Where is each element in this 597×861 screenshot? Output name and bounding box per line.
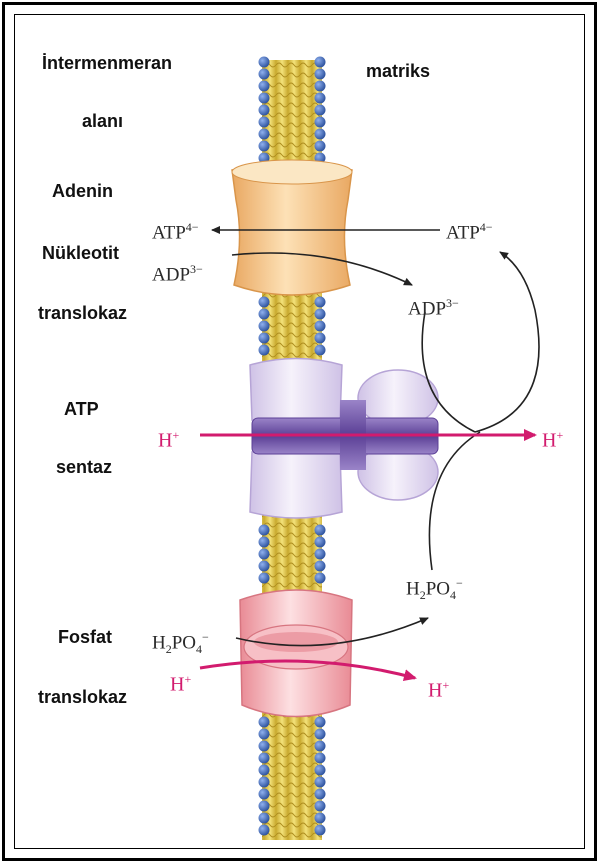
lipid-head [315, 333, 326, 344]
lipid-head [315, 801, 326, 812]
lipid-head [259, 753, 270, 764]
lipid-head [315, 813, 326, 824]
lipid-head [259, 93, 270, 104]
lipid-head [259, 129, 270, 140]
adenine-nucleotide-translocase-protein [232, 160, 352, 295]
lipid-head [315, 117, 326, 128]
lipid-head [315, 297, 326, 308]
lipid-head [315, 717, 326, 728]
lipid-head [315, 141, 326, 152]
atp-label-matrix: ATP4− [446, 216, 493, 244]
lipid-head [259, 765, 270, 776]
proton-label-phosphate-in: H+ [170, 668, 191, 696]
lipid-head [259, 141, 270, 152]
lipid-head [315, 573, 326, 584]
lipid-head [259, 729, 270, 740]
proton-label-synthase-in: H+ [158, 424, 179, 452]
atp-synthase-protein [250, 359, 438, 519]
proton-label-phosphate-out: H+ [428, 674, 449, 702]
matrix-label: matriks [366, 60, 430, 82]
lipid-head [259, 537, 270, 548]
lipid-head [315, 549, 326, 560]
lipid-head [259, 321, 270, 332]
lipid-head [259, 117, 270, 128]
phosphate-label-intermembrane: H2PO4− [152, 626, 209, 660]
lipid-head [315, 345, 326, 356]
synthase-to-atp-curve [475, 252, 539, 432]
phosphate-label-matrix: H2PO4− [406, 572, 463, 606]
lipid-head [315, 81, 326, 92]
proton-label-synthase-out: H+ [542, 424, 563, 452]
lipid-head [259, 57, 270, 68]
lipid-head [259, 525, 270, 536]
lipid-head [315, 93, 326, 104]
atp-synthase-label-line1: ATP [64, 398, 99, 420]
intermembrane-label-line1: İntermenmeran [42, 52, 172, 74]
lipid-head [315, 741, 326, 752]
lipid-head [315, 105, 326, 116]
lipid-head [259, 297, 270, 308]
ant-label-line2: Nükleotit [42, 242, 119, 264]
atp-label-intermembrane: ATP4− [152, 216, 199, 244]
lipid-head [315, 825, 326, 836]
lipid-head [259, 777, 270, 788]
lipid-head [259, 549, 270, 560]
lipid-head [259, 741, 270, 752]
lipid-head [315, 561, 326, 572]
lipid-head [259, 333, 270, 344]
lipid-head [259, 789, 270, 800]
lipid-head [315, 777, 326, 788]
adp-label-matrix: ADP3− [408, 292, 459, 320]
lipid-head [259, 573, 270, 584]
ant-label-line3: translokaz [38, 302, 127, 324]
lipid-head [315, 129, 326, 140]
lipid-head [315, 753, 326, 764]
lipid-head [259, 801, 270, 812]
lipid-head [315, 321, 326, 332]
adp-label-intermembrane: ADP3− [152, 258, 203, 286]
ant-label-line1: Adenin [52, 180, 113, 202]
phosphate-translocase-protein [240, 590, 352, 717]
lipid-head [315, 57, 326, 68]
lipid-head [315, 765, 326, 776]
lipid-head [315, 729, 326, 740]
lipid-head [259, 105, 270, 116]
lipid-head [315, 309, 326, 320]
lipid-head [259, 81, 270, 92]
lipid-head [259, 309, 270, 320]
lipid-head [259, 561, 270, 572]
lipid-head [259, 345, 270, 356]
phosphate-label-line1: Fosfat [58, 626, 112, 648]
lipid-head [315, 525, 326, 536]
atp-synthase-label-line2: sentaz [56, 456, 112, 478]
phosphate-label-line2: translokaz [38, 686, 127, 708]
phosphate-to-synthase-curve [429, 432, 480, 570]
lipid-head [315, 789, 326, 800]
lipid-head [315, 537, 326, 548]
lipid-head [259, 825, 270, 836]
lipid-head [259, 69, 270, 80]
lipid-head [259, 717, 270, 728]
lipid-head [315, 69, 326, 80]
intermembrane-label-line2: alanı [82, 110, 123, 132]
lipid-head [259, 813, 270, 824]
